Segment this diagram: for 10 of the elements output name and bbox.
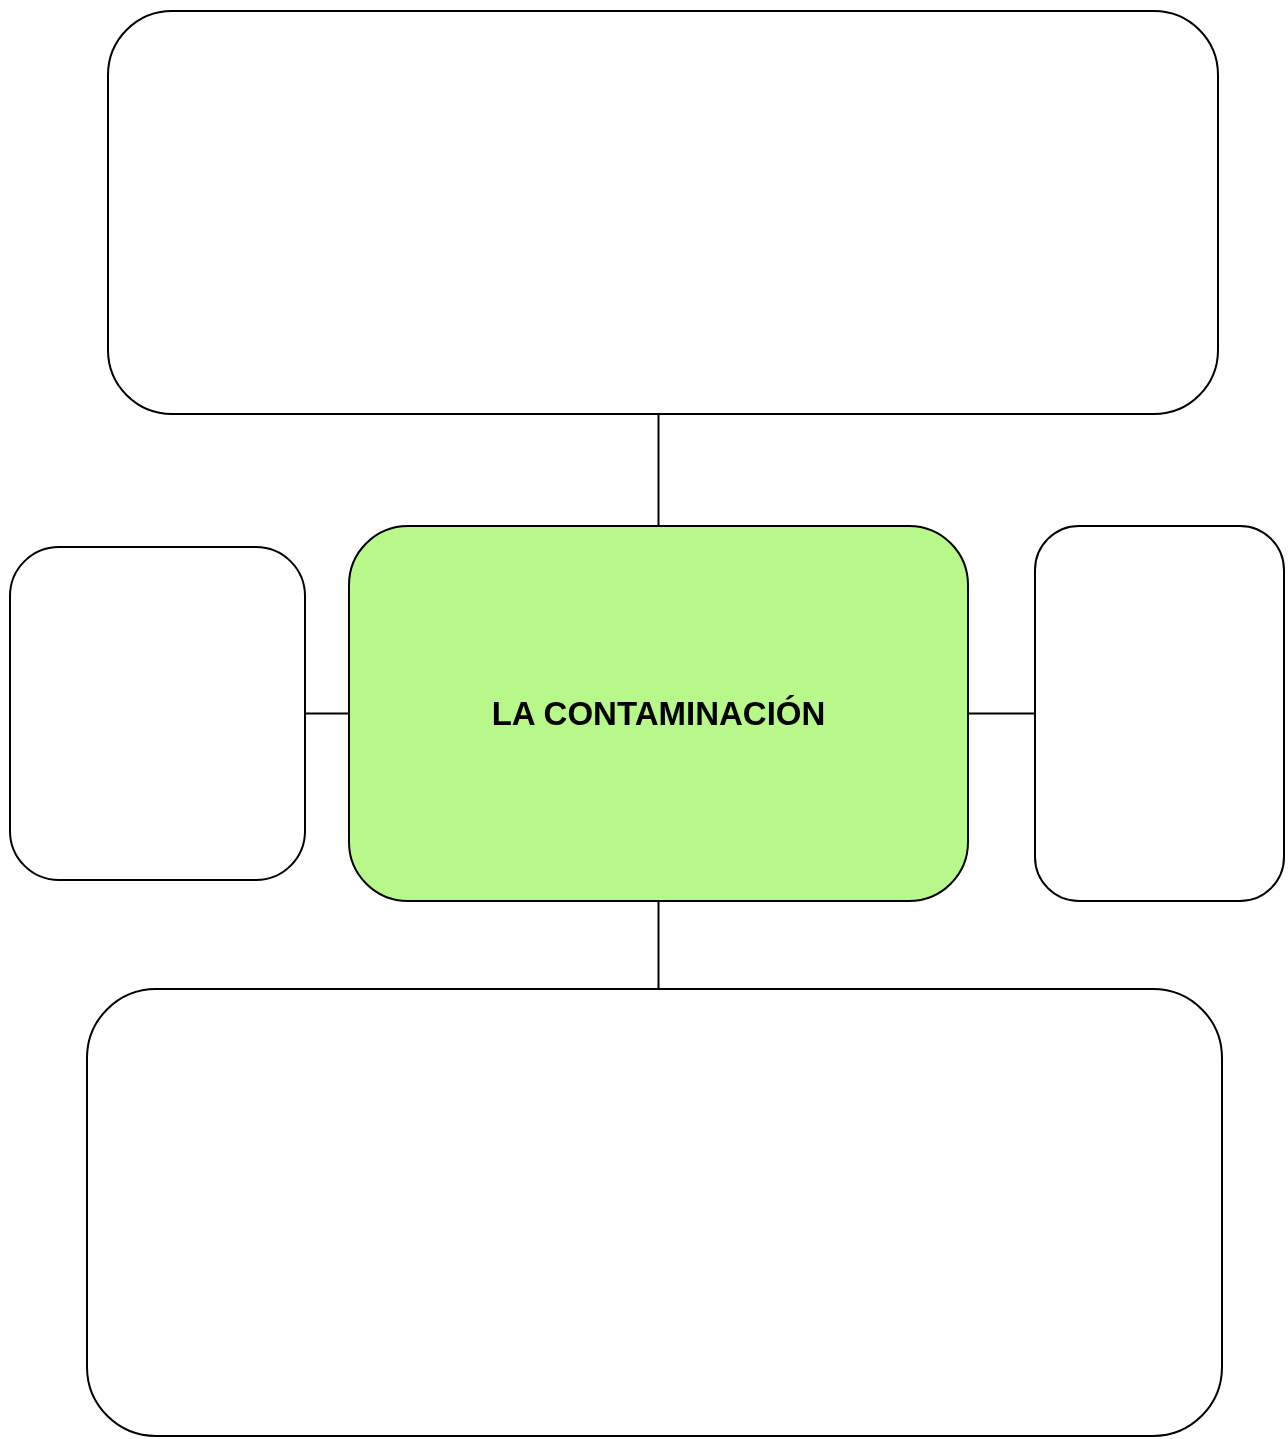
connector-line: [657, 414, 660, 526]
connector-line: [657, 901, 660, 989]
empty-box: [1034, 525, 1285, 902]
connector-line: [968, 712, 1035, 715]
topic-box: [348, 525, 969, 902]
empty-box: [9, 546, 306, 881]
topic-title: LA CONTAMINACIÓN: [491, 694, 826, 733]
connector-line: [305, 712, 349, 715]
empty-box: [86, 988, 1223, 1437]
empty-box: [107, 10, 1219, 415]
